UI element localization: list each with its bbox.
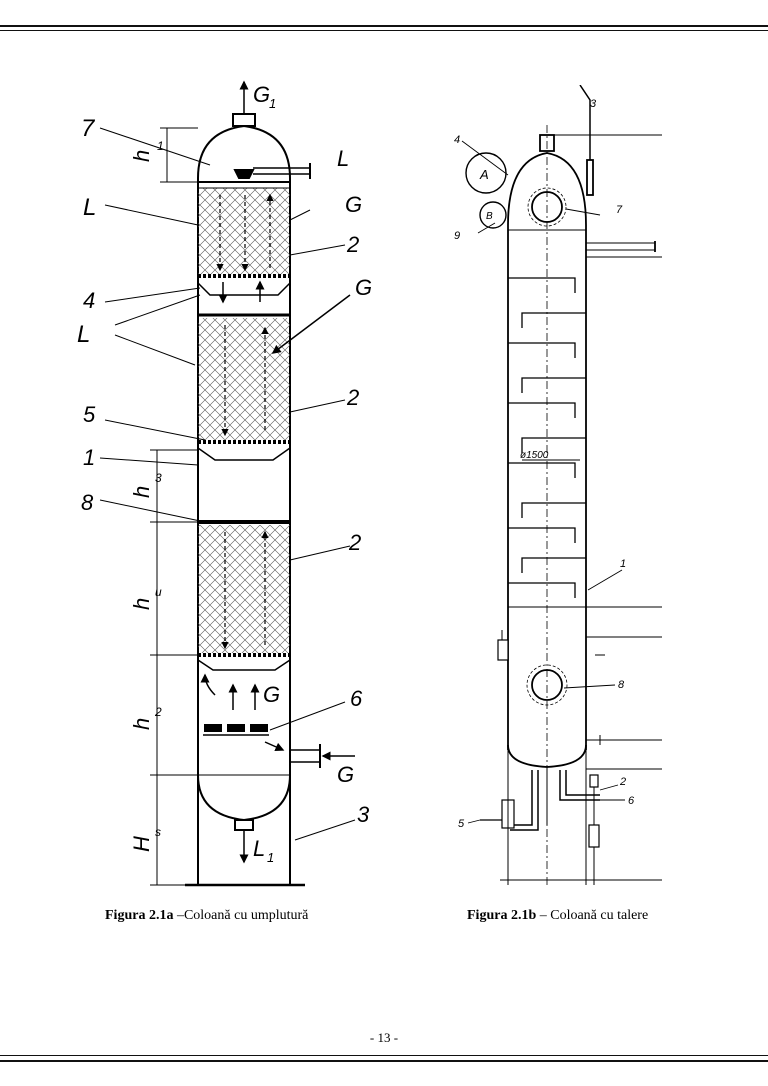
label-G-arrow: G [263, 682, 280, 707]
label-h1: h [129, 150, 154, 162]
label-2a: 2 [346, 232, 359, 257]
label-L-mid: L [77, 321, 90, 348]
label-6: 6 [350, 686, 363, 711]
label-A: A [479, 167, 489, 182]
label-Hs-sub: s [155, 825, 161, 839]
label-G-right: G [345, 192, 362, 217]
label-h1-sub: 1 [157, 139, 164, 153]
top-rule-thin [0, 30, 768, 31]
label-hu: h [129, 598, 154, 610]
label-6: 6 [628, 795, 635, 807]
label-5: 5 [83, 402, 96, 427]
packed-column-figure: G 1 7 h 1 L L G 2 4 G L 2 5 1 h 3 8 2 h … [77, 80, 372, 887]
label-diameter: ø1500 [520, 450, 549, 461]
label-L-left: L [83, 194, 96, 221]
label-G1-sub: 1 [269, 96, 276, 111]
label-hu-sub: u [155, 585, 162, 599]
figure-b-caption-number: Figura 2.1b [467, 908, 537, 923]
page-number: - 13 - [369, 1030, 399, 1045]
label-G-mid: G [355, 275, 372, 300]
label-4: 4 [83, 288, 95, 313]
label-h2-sub: 2 [154, 705, 162, 719]
label-7: 7 [81, 115, 96, 142]
label-h3: h [129, 486, 154, 498]
bottom-rule-thin [0, 1055, 768, 1056]
label-L1-sub: 1 [267, 850, 274, 865]
label-3: 3 [590, 98, 597, 110]
figure-b-caption: Figura 2.1b – Coloană cu talere [467, 908, 648, 924]
label-2c: 2 [348, 530, 361, 555]
label-1: 1 [83, 445, 95, 470]
top-rule [0, 25, 768, 27]
figure-a-caption-number: Figura 2.1a [105, 908, 174, 923]
figure-a-caption: Figura 2.1a –Coloană cu umplutură [105, 908, 308, 924]
label-1: 1 [620, 558, 626, 570]
label-2: 2 [619, 776, 626, 788]
label-G-inlet: G [337, 762, 354, 787]
bottom-rule [0, 1060, 768, 1062]
label-2b: 2 [346, 385, 359, 410]
label-Hs: H [129, 836, 154, 852]
label-3: 3 [357, 802, 370, 827]
label-8: 8 [618, 679, 625, 691]
label-7: 7 [616, 204, 623, 216]
label-h3-sub: 3 [155, 471, 162, 485]
figure-b-caption-text: – Coloană cu talere [536, 908, 649, 923]
label-L1: L [253, 836, 265, 861]
label-4: 4 [454, 134, 460, 146]
label-G1: G [253, 82, 270, 107]
label-9: 9 [454, 230, 460, 242]
label-L-top: L [337, 146, 349, 171]
tray-column-figure: 3 4 A 7 9 B ø1500 1 8 2 6 5 [454, 85, 662, 885]
figure-a-caption-text: –Coloană cu umplutură [173, 908, 309, 923]
label-8: 8 [81, 490, 94, 515]
label-h2: h [129, 718, 154, 730]
label-5: 5 [458, 818, 465, 830]
label-B: B [486, 211, 493, 222]
